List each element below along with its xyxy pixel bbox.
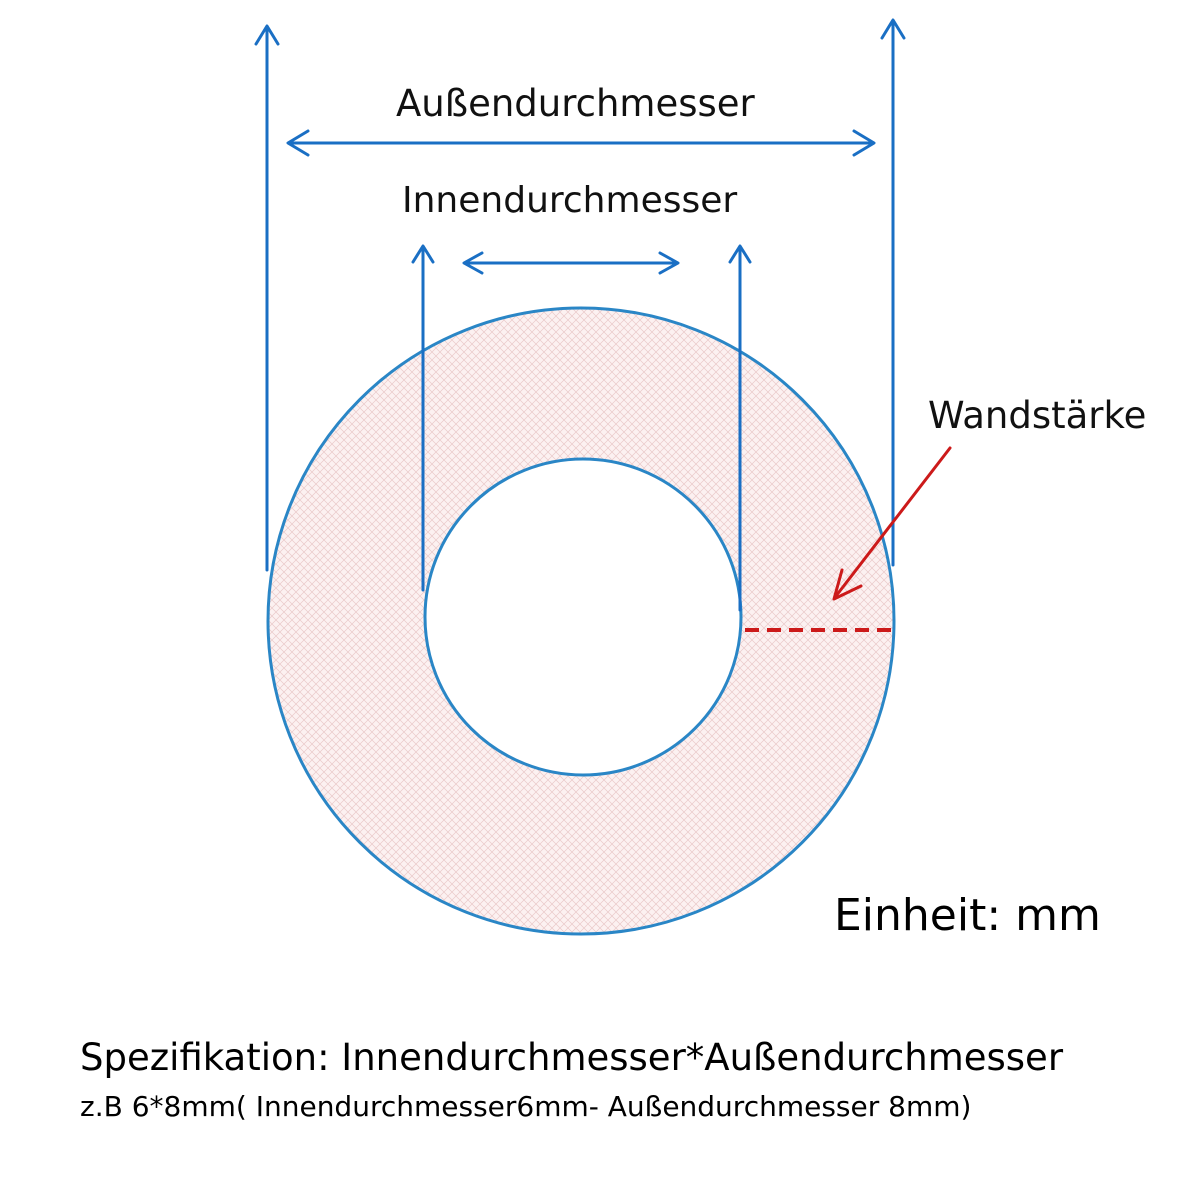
inner-diameter-arrowhead-right [658,251,680,275]
example-text: z.B 6*8mm( Innendurchmesser6mm- Außendur… [80,1090,972,1123]
specification-text: Spezifikation: Innendurchmesser*Außendur… [80,1036,1064,1079]
outer-diameter-label: Außendurchmesser [396,82,755,125]
inner-diameter-label: Innendurchmesser [402,180,738,221]
outer-diameter-arrowhead-left [286,129,310,157]
inner-extension-arrowhead-left [411,244,435,264]
wall-thickness-label: Wandstärke [928,394,1147,437]
outer-extension-arrowhead-left [254,24,280,46]
unit-label: Einheit: mm [834,890,1101,941]
inner-circle [423,457,743,777]
outer-diameter-arrowhead-right [852,129,876,157]
inner-diameter-arrowhead-left [462,251,484,275]
wall-thickness-pointer-arrow [834,446,952,598]
inner-extension-arrowhead-right [728,244,752,264]
outer-circle [266,306,896,936]
outer-extension-arrowhead-right [880,18,906,40]
wall-thickness-pointer-arrowhead [832,568,863,601]
